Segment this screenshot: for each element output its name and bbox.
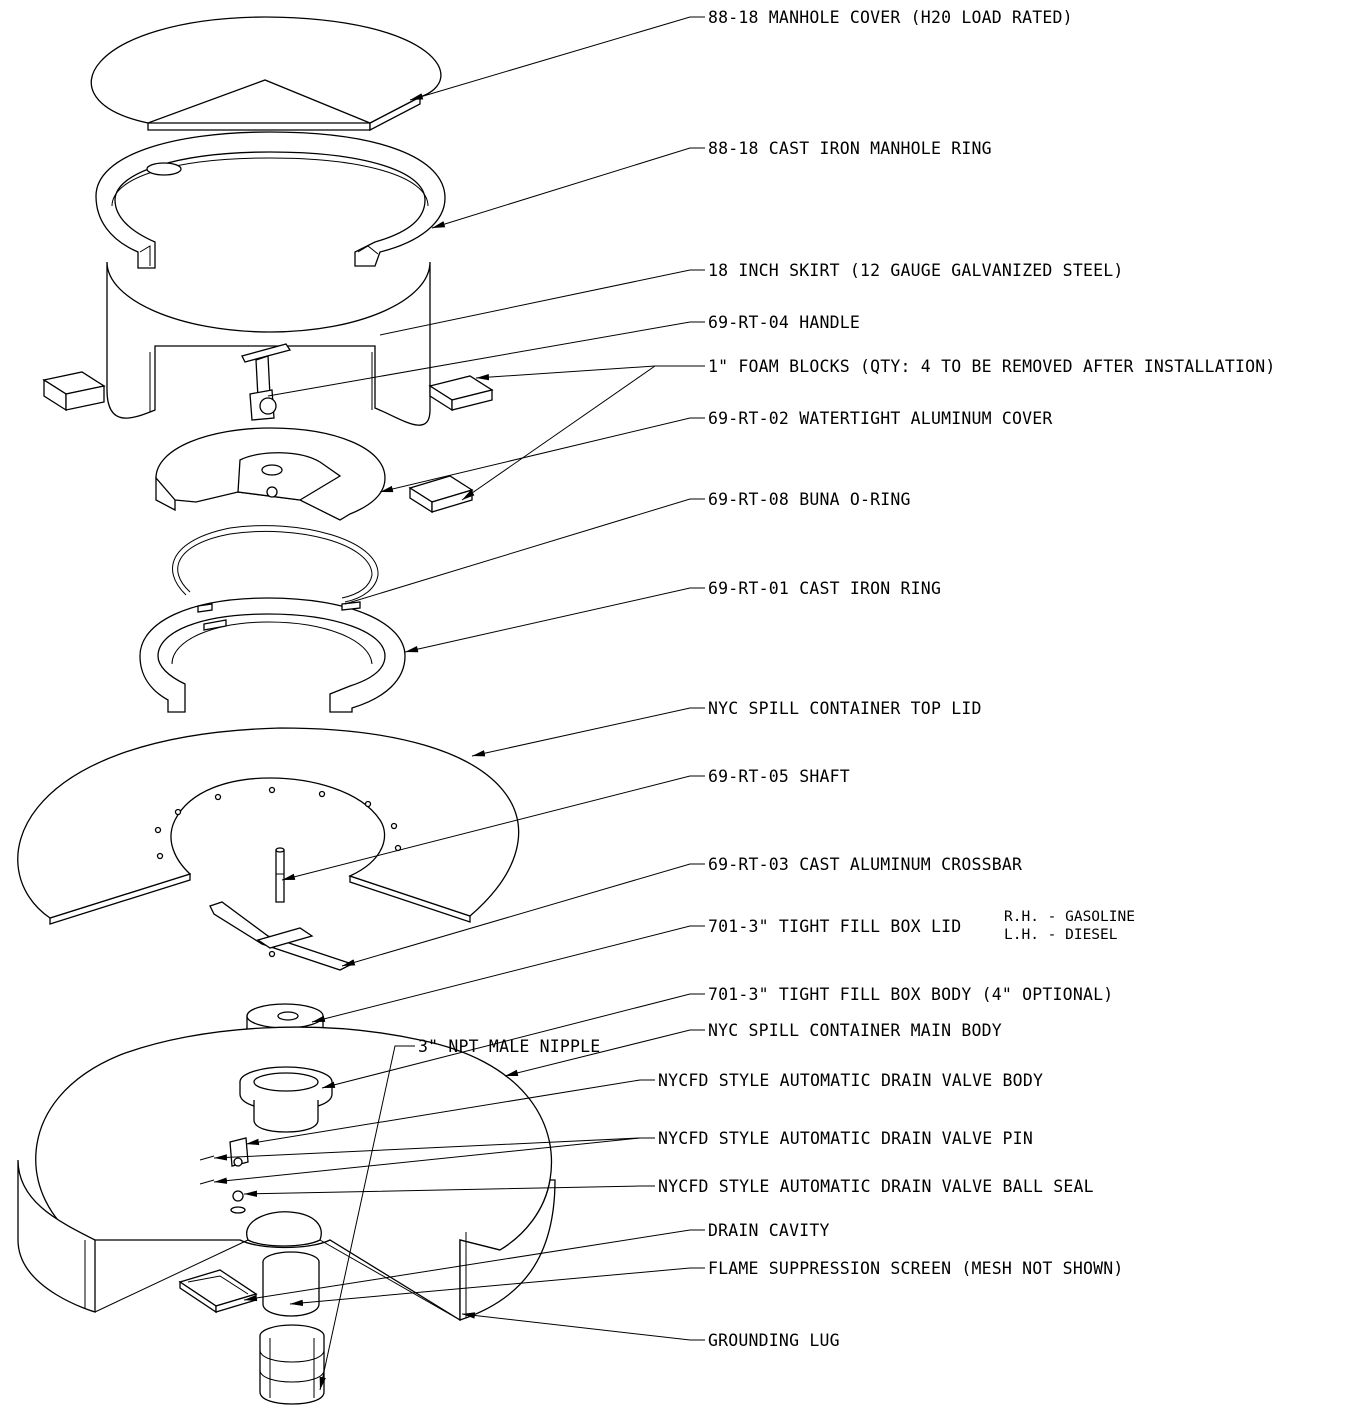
manhole-cover-part xyxy=(90,16,442,132)
leader-skirt xyxy=(379,269,705,336)
top-lid-part xyxy=(17,727,520,925)
handle-part xyxy=(241,343,292,421)
leader-top-lid xyxy=(471,707,705,757)
label-fill-box-lid-lh: L.H. - DIESEL xyxy=(1004,927,1118,943)
flame-screen-part xyxy=(262,1251,320,1317)
label-drain-valve-body: NYCFD STYLE AUTOMATIC DRAIN VALVE BODY xyxy=(658,1071,1043,1090)
label-top-lid: NYC SPILL CONTAINER TOP LID xyxy=(708,699,982,718)
leader-ball-seal xyxy=(243,1185,655,1197)
label-flame-screen: FLAME SUPPRESSION SCREEN (MESH NOT SHOWN… xyxy=(708,1259,1124,1278)
label-grounding-lug: GROUNDING LUG xyxy=(708,1331,840,1350)
label-npt-nipple: 3" NPT MALE NIPPLE xyxy=(418,1037,600,1056)
label-drain-valve-pin: NYCFD STYLE AUTOMATIC DRAIN VALVE PIN xyxy=(658,1129,1033,1148)
cast-iron-ring-part xyxy=(139,597,406,713)
label-manhole-cover: 88-18 MANHOLE COVER (H20 LOAD RATED) xyxy=(708,8,1073,27)
label-handle: 69-RT-04 HANDLE xyxy=(708,313,860,332)
label-o-ring: 69-RT-08 BUNA O-RING xyxy=(708,490,911,509)
callout-labels: 88-18 MANHOLE COVER (H20 LOAD RATED) 88-… xyxy=(418,8,1276,1350)
label-crossbar: 69-RT-03 CAST ALUMINUM CROSSBAR xyxy=(708,855,1022,874)
leader-shaft xyxy=(281,775,705,881)
leader-drain-cavity xyxy=(243,1229,705,1302)
leader-crossbar xyxy=(341,863,705,967)
label-main-body: NYC SPILL CONTAINER MAIN BODY xyxy=(708,1021,1002,1040)
leader-fill-box-body xyxy=(321,993,705,1089)
skirt-part xyxy=(106,261,431,426)
leader-aluminum-cover xyxy=(379,417,705,493)
label-foam-blocks: 1" FOAM BLOCKS (QTY: 4 TO BE REMOVED AFT… xyxy=(708,357,1276,376)
foam-blocks-part xyxy=(42,371,494,514)
label-cast-iron-ring: 69-RT-01 CAST IRON RING xyxy=(708,579,941,598)
leader-foam-blocks-b xyxy=(461,365,656,501)
leader-grounding-lug xyxy=(461,1312,705,1341)
leader-o-ring xyxy=(344,498,705,605)
o-ring-part xyxy=(172,525,379,603)
npt-nipple-part xyxy=(259,1324,325,1405)
label-ball-seal: NYCFD STYLE AUTOMATIC DRAIN VALVE BALL S… xyxy=(658,1177,1094,1196)
leader-main-body xyxy=(504,1029,705,1077)
aluminum-cover-part xyxy=(155,427,386,521)
label-fill-box-lid: 701-3" TIGHT FILL BOX LID xyxy=(708,917,961,936)
manhole-ring-part xyxy=(95,131,446,269)
ball-seal-part xyxy=(230,1190,246,1214)
leader-foam-blocks-a xyxy=(475,365,705,381)
leader-drain-valve-body xyxy=(245,1079,655,1146)
leader-drain-valve-pin-b xyxy=(213,1137,641,1184)
label-manhole-ring: 88-18 CAST IRON MANHOLE RING xyxy=(708,139,992,158)
leader-lines xyxy=(213,16,705,1391)
shaft-part xyxy=(275,847,285,903)
label-fill-box-lid-rh: R.H. - GASOLINE xyxy=(1004,909,1135,925)
crossbar-part xyxy=(209,901,354,971)
label-aluminum-cover: 69-RT-02 WATERTIGHT ALUMINUM COVER xyxy=(708,409,1053,428)
label-skirt: 18 INCH SKIRT (12 GAUGE GALVANIZED STEEL… xyxy=(708,261,1124,280)
leader-handle xyxy=(267,321,705,397)
leader-flame-screen xyxy=(289,1267,705,1307)
drain-valve-body-part xyxy=(239,1066,333,1133)
leader-manhole-cover xyxy=(409,16,705,101)
leader-manhole-ring xyxy=(431,147,705,229)
drain-valve-pin-part xyxy=(199,1137,249,1185)
leader-fill-box-lid xyxy=(311,925,705,1023)
label-fill-box-body: 701-3" TIGHT FILL BOX BODY (4" OPTIONAL) xyxy=(708,985,1113,1004)
leader-npt-nipple xyxy=(319,1045,415,1391)
drain-cavity-part xyxy=(178,1269,258,1314)
label-shaft: 69-RT-05 SHAFT xyxy=(708,767,850,786)
label-drain-cavity: DRAIN CAVITY xyxy=(708,1221,830,1240)
leader-cast-iron-ring xyxy=(404,587,705,653)
